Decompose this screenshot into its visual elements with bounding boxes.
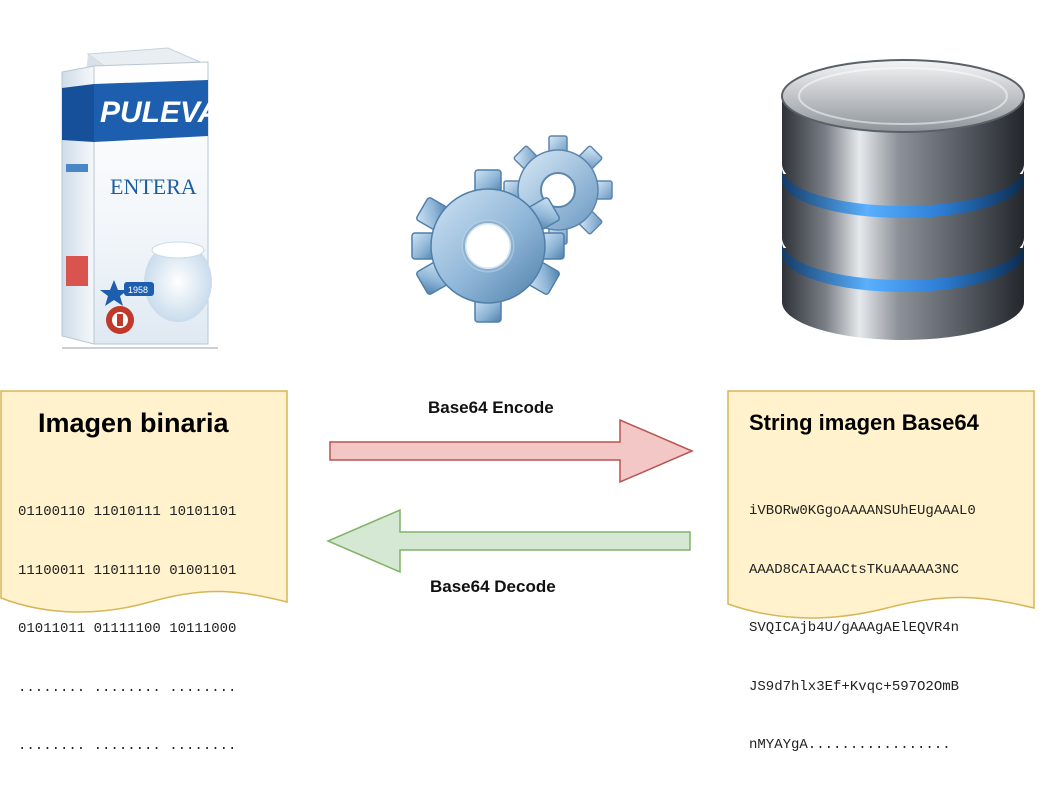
database-icon xyxy=(776,56,1030,348)
binary-doc-title: Imagen binaria xyxy=(38,408,229,438)
encode-label: Base64 Encode xyxy=(428,398,554,417)
binary-doc-lines: 01100110 11010111 10101101 11100011 1101… xyxy=(18,464,236,796)
base64-doc-title: String imagen Base64 xyxy=(749,410,979,435)
binary-line: 01011011 01111100 10111000 xyxy=(18,621,237,637)
base64-line: iVBORw0KGgoAAAANSUhEUgAAAL0 xyxy=(749,503,976,519)
document-shape xyxy=(727,390,1035,619)
base64-doc-lines: iVBORw0KGgoAAAANSUhEUgAAAL0 AAAD8CAIAAAC… xyxy=(749,463,976,795)
gears-icon xyxy=(398,118,624,324)
binary-line: 11100011 11011110 01001101 xyxy=(18,562,237,579)
binary-image-document: Imagen binaria 01100110 11010111 1010110… xyxy=(0,390,288,754)
base64-line: SVQICAjb4U/gAAAgAElEQVR4n xyxy=(749,620,960,636)
base64-line: AAAD8CAIAAACtsTKuAAAAA3NC xyxy=(749,561,960,578)
carton-year-text: 1958 xyxy=(128,285,148,295)
decode-arrow xyxy=(326,508,692,574)
milk-carton-image: PULEVA ENTERA 1958 xyxy=(40,44,230,360)
base64-line: nMYAYgA................. xyxy=(749,737,951,753)
base64-line: JS9d7hlx3Ef+Kvqc+597O2OmB xyxy=(749,678,960,695)
carton-variant-text: ENTERA xyxy=(110,174,197,199)
encode-arrow xyxy=(328,418,696,484)
carton-brand-text: PULEVA xyxy=(100,96,219,129)
decode-label: Base64 Decode xyxy=(430,577,556,596)
binary-line: ........ ........ ........ xyxy=(18,738,237,754)
base64-string-document: String imagen Base64 iVBORw0KGgoAAAANSUh… xyxy=(727,390,1035,753)
binary-line: ........ ........ ........ xyxy=(18,679,237,696)
document-shape xyxy=(0,390,288,613)
binary-line: 01100110 11010111 10101101 xyxy=(18,504,237,520)
